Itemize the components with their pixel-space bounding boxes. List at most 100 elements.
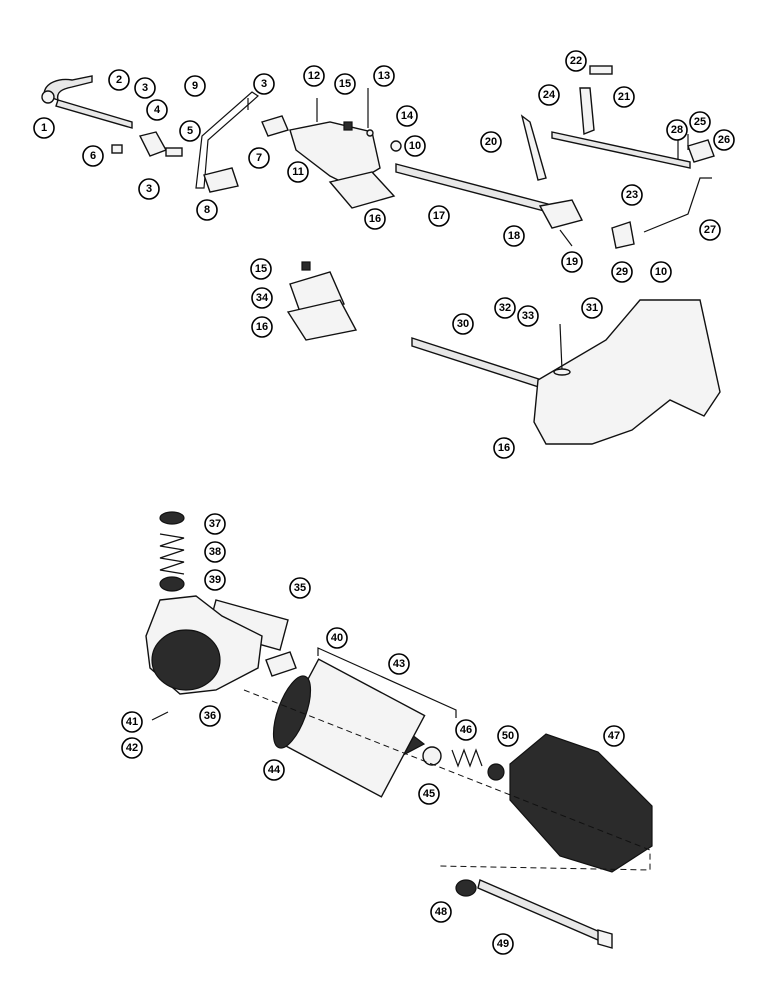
clamp-18 [538,199,584,229]
callout-9: 9 [184,75,206,97]
svg-text:37: 37 [209,518,221,530]
svg-text:48: 48 [435,906,447,918]
shaft-30 [411,337,549,391]
housing-31 [533,299,721,445]
svg-text:29: 29 [616,266,628,278]
callout-10: 10 [404,135,426,157]
bolt-head-49 [597,929,613,949]
callout-42: 42 [121,737,143,759]
callout-23: 23 [621,184,643,206]
svg-text:12: 12 [308,70,320,82]
callout-28: 28 [666,119,688,141]
callout-31: 31 [581,297,603,319]
gasket-16 [328,171,396,209]
collar-26 [687,139,715,163]
callout-49: 49 [492,933,514,955]
callout-27: 27 [699,219,721,241]
callout-38: 38 [204,541,226,563]
svg-text:3: 3 [146,183,152,195]
svg-text:24: 24 [543,89,556,101]
svg-text:27: 27 [704,224,716,236]
callout-45: 45 [418,783,440,805]
callout-4: 4 [146,99,168,121]
svg-text:45: 45 [423,788,435,800]
callout-5: 5 [179,120,201,142]
arm-7 [203,167,239,193]
svg-text:41: 41 [126,716,138,728]
svg-text:28: 28 [671,124,683,136]
rod-27 [643,177,712,233]
svg-text:10: 10 [409,140,421,152]
callout-37: 37 [204,513,226,535]
callout-22: 22 [565,50,587,72]
svg-text:31: 31 [586,302,598,314]
svg-text:39: 39 [209,574,221,586]
svg-text:17: 17 [433,210,445,222]
svg-text:26: 26 [718,134,730,146]
callout-41: 41 [121,711,143,733]
svg-text:35: 35 [294,582,306,594]
callout-15b: 15 [250,258,272,280]
callout-30: 30 [452,313,474,335]
callouts: 1 2 3 4 5 6 3 9 3 7 8 11 12 15 13 14 10 … [33,50,735,955]
callout-1: 1 [33,117,55,139]
callout-43: 43 [388,653,410,675]
svg-text:21: 21 [618,91,630,103]
washer-50 [487,763,505,781]
bracket-43 [317,647,457,718]
lever-8 [195,91,259,189]
svg-text:20: 20 [485,136,497,148]
spring-46 [451,748,483,768]
housing-31-group [411,299,721,445]
fitting-40 [265,651,297,677]
plate-3 [261,115,289,137]
part-6 [111,144,123,154]
callout-44: 44 [263,759,285,781]
callout-13: 13 [373,65,395,87]
svg-text:22: 22 [570,55,582,67]
callout-40: 40 [326,627,348,649]
callout-25: 25 [689,111,711,133]
callout-20: 20 [480,131,502,153]
svg-text:10: 10 [655,266,667,278]
svg-text:6: 6 [90,150,96,162]
svg-text:3: 3 [142,82,148,94]
handle-1 [43,75,93,102]
svg-text:14: 14 [401,110,414,122]
svg-text:5: 5 [187,125,193,137]
svg-text:38: 38 [209,546,221,558]
svg-text:15: 15 [339,78,351,90]
callout-3c: 3 [138,178,160,200]
washer-32 [553,368,571,376]
svg-text:19: 19 [566,256,578,268]
svg-text:4: 4 [154,104,161,116]
svg-text:44: 44 [268,764,281,776]
svg-text:47: 47 [608,730,620,742]
block-29 [611,221,635,249]
svg-text:13: 13 [378,70,390,82]
callout-21: 21 [613,86,635,108]
svg-text:33: 33 [522,310,534,322]
svg-text:34: 34 [256,292,269,304]
cap-37 [159,511,185,525]
shaft-23 [551,131,691,169]
svg-text:2: 2 [116,74,122,86]
callout-16: 16 [364,208,386,230]
callout-16b: 16 [251,316,273,338]
svg-text:46: 46 [460,724,472,736]
nut-39 [159,576,185,592]
callout-35: 35 [289,577,311,599]
svg-text:8: 8 [204,204,210,216]
bolt-5 [165,147,183,157]
filter-end [272,675,312,749]
svg-text:18: 18 [508,230,520,242]
svg-text:50: 50 [502,730,514,742]
linkage-assembly [41,65,715,249]
svg-text:9: 9 [192,80,198,92]
bracket-20 [520,114,547,181]
callout-6: 6 [82,145,104,167]
callout-7: 7 [248,147,270,169]
plug-15b [301,261,311,271]
shaft-17 [395,163,549,213]
svg-text:42: 42 [126,742,138,754]
